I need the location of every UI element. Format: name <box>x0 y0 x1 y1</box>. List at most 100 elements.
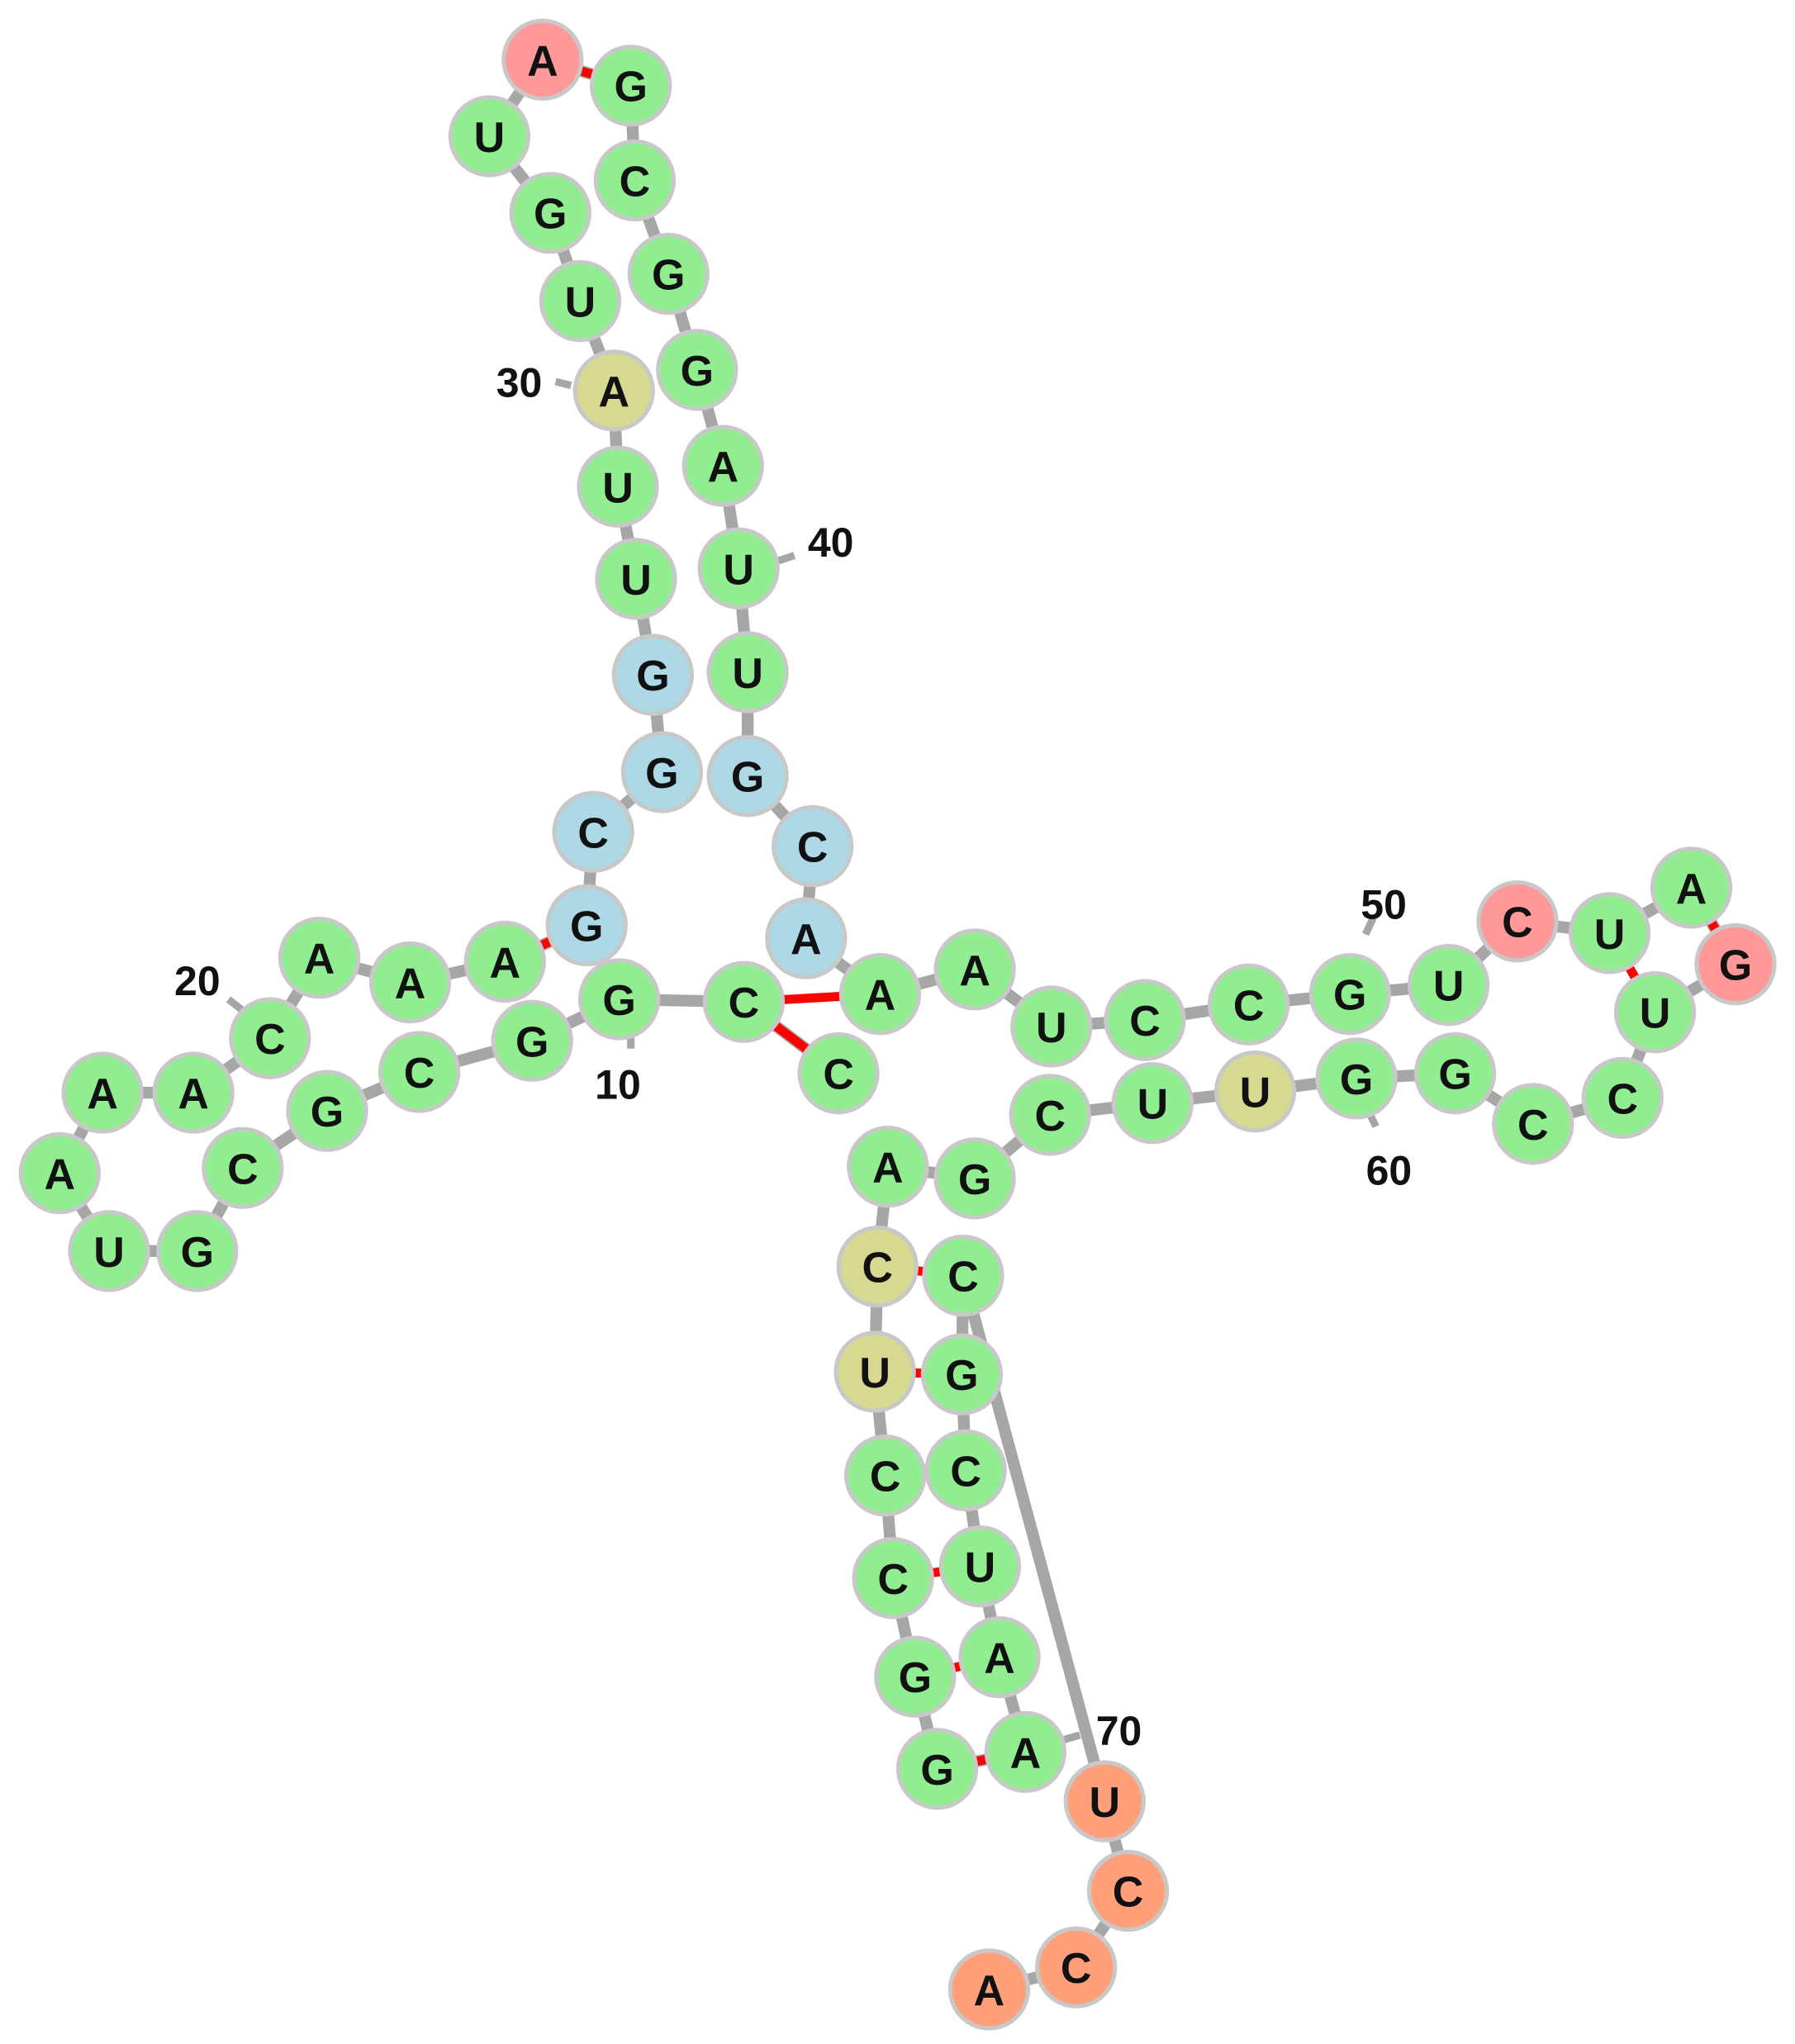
nucleotide-node-19: U <box>595 538 677 620</box>
nucleotide-circle <box>1308 953 1391 1036</box>
nucleotide-circle <box>611 633 695 716</box>
nucleotide-node-49: C <box>1492 1083 1574 1165</box>
nucleotide-base-label: C <box>1517 1102 1549 1150</box>
nucleotide-circle <box>286 1069 368 1152</box>
nucleotide-base-label: U <box>965 1544 996 1592</box>
nucleotide-base-label: G <box>958 1156 991 1204</box>
nucleotide-node-56: A <box>847 1126 929 1208</box>
base-pair-bond <box>772 1022 810 1054</box>
nucleotide-node-10: A <box>152 1051 235 1134</box>
nucleotide-circle <box>847 1126 929 1208</box>
nucleotide-node-29: G <box>656 329 738 411</box>
nucleotide-circle <box>765 897 848 979</box>
position-tick <box>1061 1731 1081 1744</box>
nucleotide-base-label: C <box>950 1448 981 1496</box>
nucleotide-node-32: U <box>706 631 789 714</box>
nucleotide-node-25: A <box>501 18 584 101</box>
nucleotide-base-label: G <box>636 652 669 700</box>
nucleotide-circle <box>681 424 764 507</box>
nucleotide-node-21: A <box>572 349 655 432</box>
nucleotide-base-label: U <box>620 557 652 605</box>
nucleotide-circle <box>706 631 789 714</box>
nucleotide-base-label: C <box>877 1556 909 1604</box>
nucleotide-circle <box>1086 1849 1170 1933</box>
nucleotide-node-37: A <box>933 928 1016 1011</box>
nucleotide-base-label: U <box>1594 911 1626 959</box>
nucleotide-circle <box>1063 1760 1146 1842</box>
nucleotide-node-43: C <box>1476 880 1559 963</box>
nucleotide-base-label: G <box>515 1018 548 1066</box>
nucleotide-node-74: A <box>947 1948 1031 2031</box>
nucleotide-node-33: G <box>706 735 789 818</box>
nucleotide-base-label: G <box>899 1654 932 1702</box>
nucleotide-circle <box>958 1616 1041 1699</box>
nucleotide-base-label: C <box>947 1254 979 1302</box>
nucleotide-node-57: C <box>836 1226 919 1308</box>
nucleotide-base-label: C <box>797 824 829 872</box>
nucleotide-base-label: C <box>870 1454 901 1501</box>
nucleotide-circle <box>593 139 677 222</box>
nucleotide-base-label: A <box>87 1070 118 1118</box>
nucleotide-node-1: G <box>577 958 661 1041</box>
nucleotide-circle <box>590 45 672 127</box>
nucleotide-base-label: C <box>1034 1093 1066 1141</box>
nucleotide-node-30: A <box>681 424 764 507</box>
nucleotide-node-70: C <box>702 960 786 1043</box>
nucleotide-base-label: U <box>1089 1779 1120 1827</box>
nucleotide-circle <box>152 1051 235 1134</box>
nucleotide-circle <box>702 960 786 1043</box>
nucleotide-node-23: G <box>509 172 591 254</box>
nucleotide-base-label: A <box>1010 1729 1042 1777</box>
nucleotide-circle <box>1213 1050 1297 1133</box>
nucleotide-base-label: G <box>181 1229 214 1277</box>
nucleotide-circle <box>202 1126 284 1209</box>
nucleotide-circle <box>922 1235 1004 1317</box>
nucleotide-node-50: G <box>1413 1031 1497 1115</box>
nucleotide-circle <box>509 172 591 254</box>
nucleotide-node-59: C <box>844 1435 927 1517</box>
nucleotide-base-label: G <box>570 903 603 951</box>
nucleotide-base-label: A <box>395 960 426 1008</box>
position-tick <box>554 377 572 390</box>
nucleotide-node-17: G <box>620 731 704 813</box>
nucleotide-circle <box>1476 880 1559 963</box>
nucleotide-node-34: C <box>772 804 854 888</box>
base-pair-bond <box>782 991 842 1004</box>
nucleotide-circle <box>1104 979 1186 1061</box>
nucleotide-node-38: U <box>1010 985 1093 1068</box>
nucleotide-circle <box>852 1537 934 1620</box>
nucleotide-node-15: G <box>545 884 628 967</box>
nucleotide-node-51: G <box>1315 1037 1398 1120</box>
nucleotide-node-47: U <box>1613 971 1697 1054</box>
nucleotide-node-62: G <box>895 1728 979 1810</box>
nucleotide-base-label: A <box>959 947 990 995</box>
nucleotide-node-42: U <box>1408 944 1490 1027</box>
position-label-40: 40 <box>808 519 854 566</box>
nucleotide-circle <box>933 928 1016 1011</box>
nucleotide-node-18: G <box>611 633 695 716</box>
nucleotide-circle <box>947 1948 1031 2031</box>
nucleotide-base-label: C <box>1113 1869 1144 1917</box>
nucleotide-circle <box>1613 971 1697 1054</box>
nucleotide-base-label: A <box>178 1070 209 1118</box>
nucleotide-node-7: U <box>68 1210 150 1292</box>
nucleotide-circle <box>895 1728 979 1810</box>
nucleotide-base-label: U <box>859 1349 890 1397</box>
nucleotide-base-label: A <box>527 37 558 85</box>
nucleotide-circle <box>572 349 655 432</box>
nucleotide-node-55: G <box>933 1137 1016 1220</box>
nucleotide-circle <box>1208 963 1290 1046</box>
nucleotide-node-12: A <box>278 917 361 999</box>
nucleotide-node-6: G <box>156 1210 239 1292</box>
nucleotide-circle <box>933 1137 1016 1220</box>
nucleotide-base-label: G <box>681 348 714 396</box>
nucleotide-base-label: U <box>732 650 763 698</box>
nucleotide-base-label: U <box>1640 990 1671 1038</box>
nucleotide-node-13: A <box>368 941 452 1024</box>
nucleotide-circle <box>501 18 584 101</box>
nucleotide-base-label: C <box>577 809 609 857</box>
nucleotide-base-label: C <box>254 1016 286 1064</box>
nucleotide-node-11: C <box>229 997 311 1079</box>
